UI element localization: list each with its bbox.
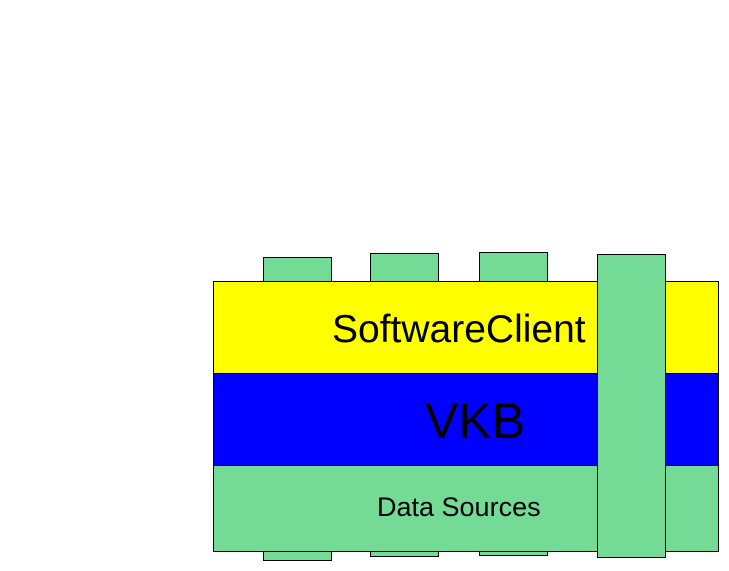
software-client-label: SoftwareClient bbox=[332, 308, 586, 351]
data-sources-label: Data Sources bbox=[377, 492, 541, 522]
vkb-label: VKB bbox=[425, 393, 526, 449]
vertical-column bbox=[597, 254, 666, 558]
